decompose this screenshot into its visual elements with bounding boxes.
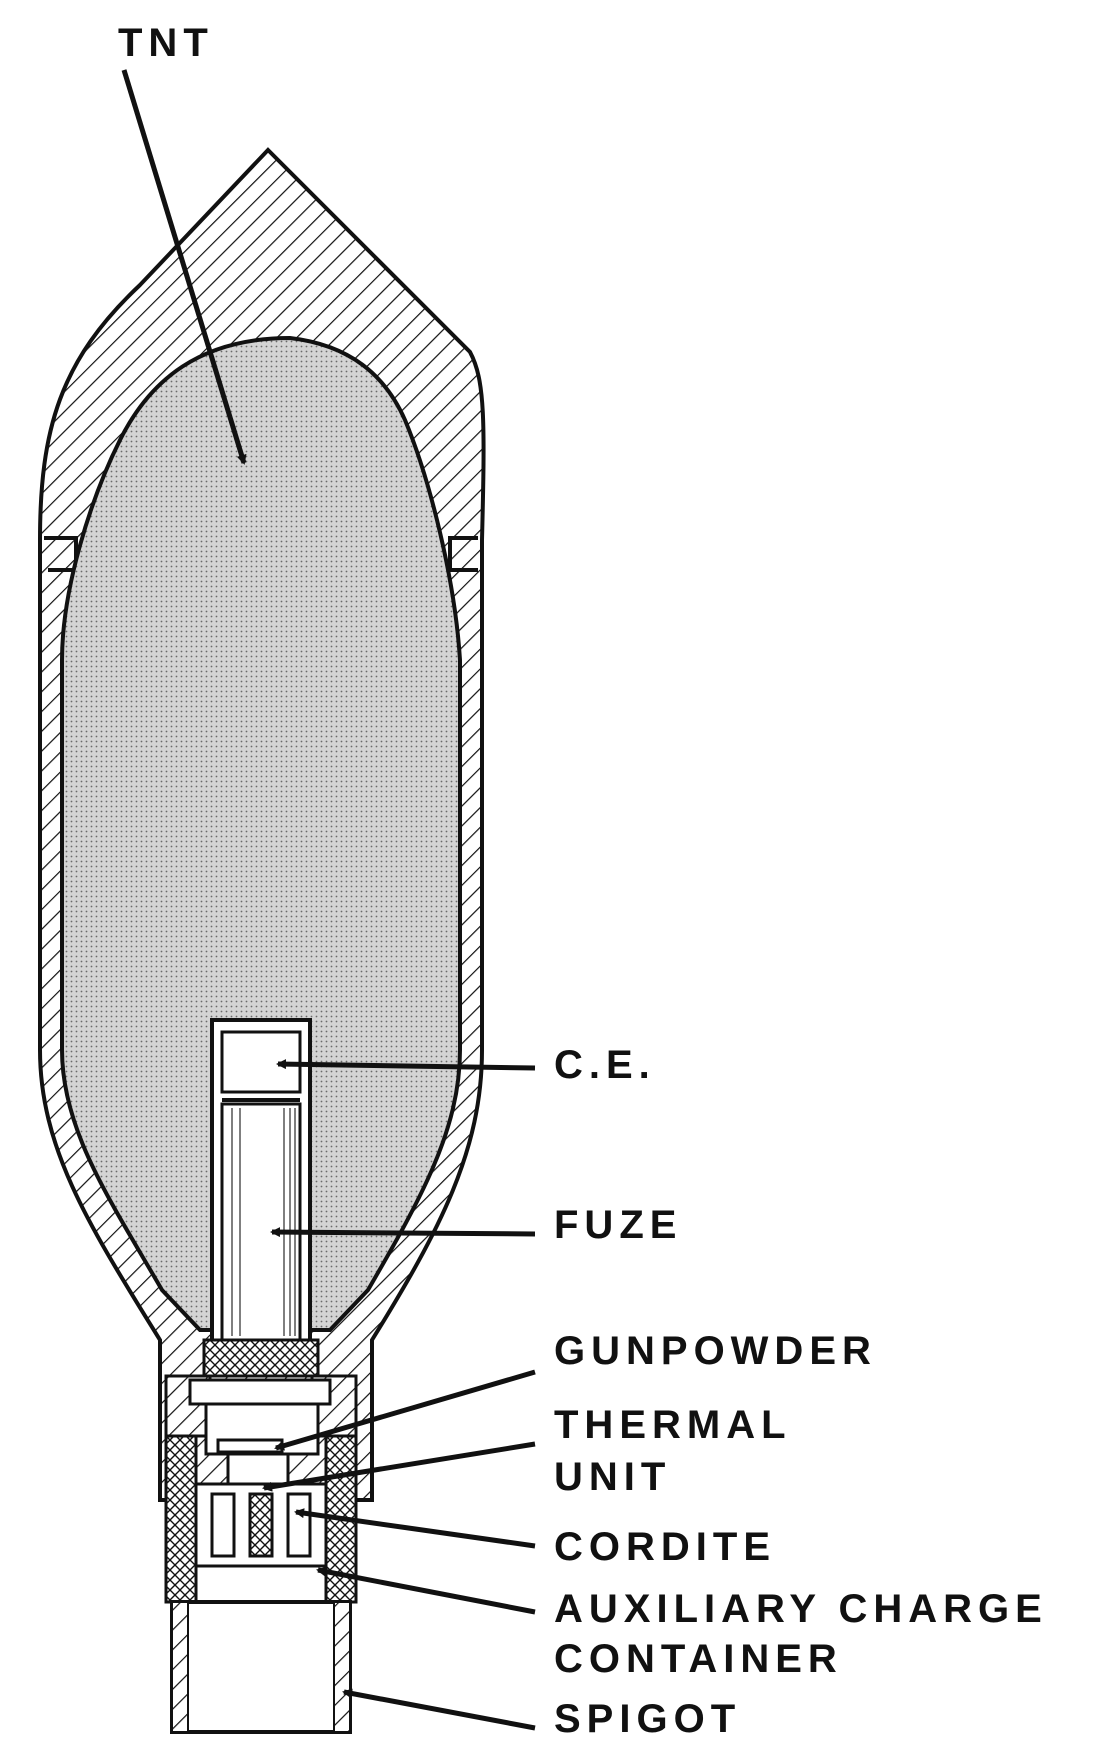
thermal-unit <box>226 1452 290 1486</box>
label-auxiliary-line2: CONTAINER <box>554 1637 843 1681</box>
label-cordite: CORDITE <box>554 1525 776 1569</box>
tnt-arrow <box>121 69 247 465</box>
gunpowder-pellet <box>216 1438 284 1454</box>
thermal-unit-arrow <box>262 1441 536 1492</box>
label-gunpowder: GUNPOWDER <box>554 1329 877 1373</box>
threaded-collar <box>202 1338 320 1378</box>
label-fuze: FUZE <box>554 1203 682 1247</box>
cordite-stick-left <box>210 1492 236 1558</box>
label-spigot: SPIGOT <box>554 1697 741 1741</box>
cordite-stick-center <box>248 1492 274 1558</box>
cordite-stick-right <box>286 1492 312 1558</box>
label-tnt: TNT <box>118 21 214 65</box>
spigot-tube-edge-right <box>333 1601 351 1733</box>
cordite-arrow <box>294 1508 536 1549</box>
ce-arrow <box>276 1059 536 1071</box>
fuze-arrow <box>270 1227 536 1238</box>
spigot-tube-edge-left <box>171 1601 189 1733</box>
tnt-filling <box>60 335 462 1332</box>
label-ce: C.E. <box>554 1043 656 1087</box>
ce-booster <box>220 1030 302 1094</box>
spigot-arrow <box>342 1688 536 1731</box>
auxiliary-charge-container <box>194 1564 328 1604</box>
label-auxiliary-line1: AUXILIARY CHARGE <box>554 1587 1048 1631</box>
fuze-body <box>220 1102 302 1342</box>
auxiliary-arrow <box>316 1566 536 1615</box>
label-thermal-line2: UNIT <box>554 1455 671 1499</box>
fuze-shading <box>231 1108 296 1336</box>
spigot-wall-left <box>164 1434 198 1604</box>
adapter-ring <box>188 1378 332 1406</box>
spigot-tube <box>170 1600 352 1734</box>
gunpowder-arrow <box>274 1369 536 1451</box>
nose-cap-seam-right <box>448 536 478 572</box>
label-thermal-line1: THERMAL <box>554 1403 792 1447</box>
